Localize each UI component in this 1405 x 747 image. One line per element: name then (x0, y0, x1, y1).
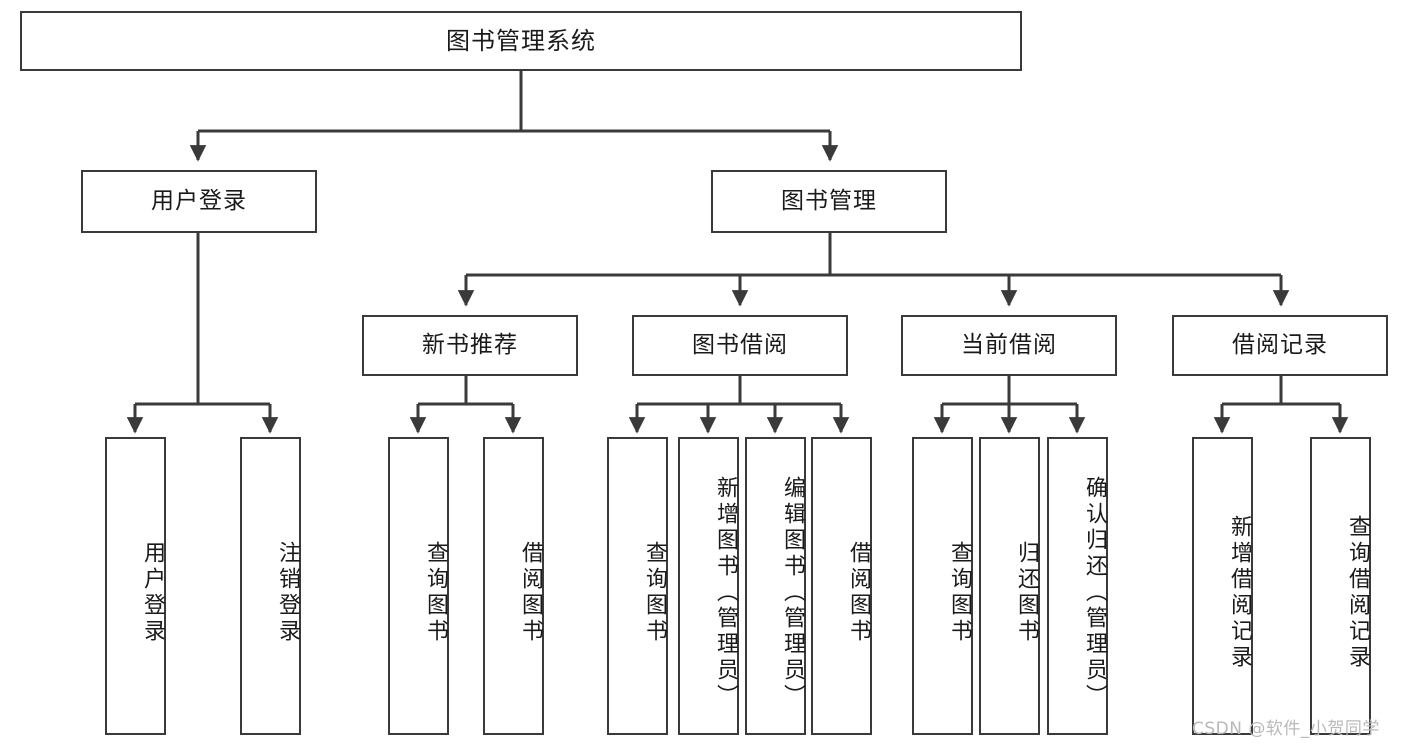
leaf-logout-login-label: 注销登录 (275, 541, 300, 645)
leaf-add-record-label: 新增借阅记录 (1227, 515, 1252, 671)
leaf-query-book-1[interactable]: 查询图书 (388, 437, 449, 735)
leaf-add-record[interactable]: 新增借阅记录 (1192, 437, 1253, 735)
node-root-label: 图书管理系统 (446, 26, 596, 55)
leaf-confirm-return-label: 确认归还（管理员） (1082, 476, 1107, 710)
node-borrow-record[interactable]: 借阅记录 (1172, 315, 1388, 376)
node-user-login-label: 用户登录 (151, 187, 247, 214)
node-current-borrow-label: 当前借阅 (961, 331, 1057, 358)
leaf-user-login[interactable]: 用户登录 (105, 437, 166, 735)
leaf-query-record-label: 查询借阅记录 (1345, 515, 1370, 671)
leaf-add-book[interactable]: 新增图书（管理员） (678, 437, 739, 735)
node-book-borrow-label: 图书借阅 (692, 331, 788, 358)
node-new-book-recommend[interactable]: 新书推荐 (362, 315, 578, 376)
leaf-borrow-book-1-label: 借阅图书 (518, 541, 543, 645)
leaf-logout-login[interactable]: 注销登录 (240, 437, 301, 735)
node-user-login[interactable]: 用户登录 (81, 170, 317, 233)
leaf-query-book-2[interactable]: 查询图书 (607, 437, 668, 735)
leaf-borrow-book-1[interactable]: 借阅图书 (483, 437, 544, 735)
watermark-text: CSDN @软件_小贺同学 (1192, 719, 1380, 739)
node-current-borrow[interactable]: 当前借阅 (901, 315, 1117, 376)
leaf-user-login-label: 用户登录 (140, 541, 165, 645)
node-book-manage-label: 图书管理 (781, 187, 877, 214)
leaf-query-book-1-label: 查询图书 (423, 541, 448, 645)
leaf-edit-book-label: 编辑图书（管理员） (780, 476, 805, 710)
leaf-confirm-return[interactable]: 确认归还（管理员） (1047, 437, 1108, 735)
leaf-query-book-3[interactable]: 查询图书 (912, 437, 973, 735)
leaf-return-book[interactable]: 归还图书 (979, 437, 1040, 735)
leaf-query-book-3-label: 查询图书 (947, 541, 972, 645)
node-root[interactable]: 图书管理系统 (20, 11, 1022, 71)
leaf-return-book-label: 归还图书 (1014, 541, 1039, 645)
leaf-query-book-2-label: 查询图书 (642, 541, 667, 645)
node-book-borrow[interactable]: 图书借阅 (632, 315, 848, 376)
leaf-edit-book[interactable]: 编辑图书（管理员） (745, 437, 806, 735)
node-new-book-recommend-label: 新书推荐 (422, 331, 518, 358)
leaf-borrow-book-2[interactable]: 借阅图书 (811, 437, 872, 735)
node-borrow-record-label: 借阅记录 (1232, 331, 1328, 358)
leaf-query-record[interactable]: 查询借阅记录 (1310, 437, 1371, 735)
leaf-borrow-book-2-label: 借阅图书 (846, 541, 871, 645)
leaf-add-book-label: 新增图书（管理员） (713, 476, 738, 710)
node-book-manage[interactable]: 图书管理 (711, 170, 947, 233)
